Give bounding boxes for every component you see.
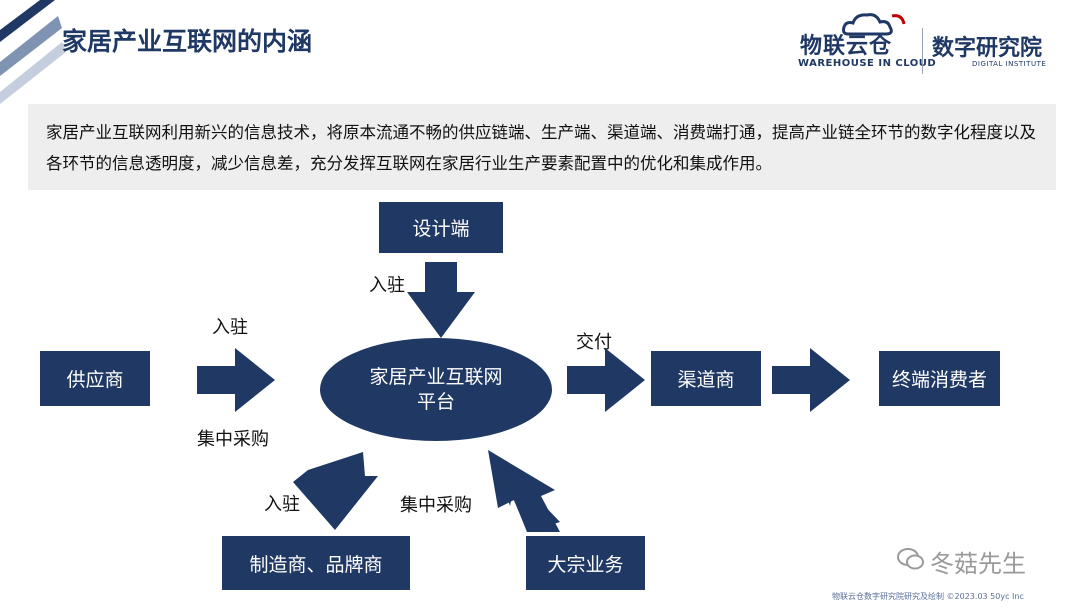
- node-platform-line1: 家居产业互联网: [369, 365, 503, 388]
- arrow-bulk-up-shape: [488, 450, 560, 532]
- institute-logo-text: 数字研究院: [932, 36, 1043, 61]
- logo-divider: [922, 28, 923, 74]
- cloud-icon: [842, 13, 906, 36]
- arrow-platform-to-channel: [567, 348, 645, 412]
- node-platform-line2: 平台: [416, 390, 455, 413]
- page-title: 家居产业互联网的内涵: [62, 27, 313, 56]
- watermark-text: 冬菇先生: [930, 550, 1026, 578]
- node-design: 设计端: [379, 202, 503, 253]
- node-consumer: 终端消费者: [879, 351, 1000, 406]
- intro-text: 家居产业互联网利用新兴的信息技术，将原本流通不畅的供应链端、生产端、渠道端、消费…: [46, 123, 1036, 173]
- arrow-channel-to-consumer: [772, 348, 850, 412]
- intro-panel: [28, 104, 1056, 190]
- arrow-manufacturer-up: [293, 452, 378, 530]
- label-design-settle: 入驻: [369, 275, 405, 296]
- node-platform: 家居产业互联网 平台: [320, 338, 552, 441]
- brand-logo-text: 物联云仓: [800, 34, 893, 59]
- node-supplier: 供应商: [40, 351, 150, 406]
- label-supplier-purchase: 集中采购: [197, 429, 269, 450]
- node-channel: 渠道商: [651, 351, 761, 406]
- node-manufacturer: 制造商、品牌商: [222, 536, 410, 590]
- footer-credit: 物联云仓数字研究院研究及绘制 ©2023.03 50yc Inc: [832, 592, 1024, 601]
- arrow-design-down: [407, 262, 475, 338]
- institute-logo-subtitle: DIGITAL INSTITUTE: [972, 60, 1047, 68]
- arrow-supplier-right: [197, 348, 275, 412]
- node-bulk: 大宗业务: [526, 536, 645, 590]
- label-delivery: 交付: [576, 332, 612, 353]
- label-bulk-purchase: 集中采购: [400, 495, 472, 516]
- wechat-icon: [897, 548, 924, 570]
- label-supplier-settle: 入驻: [212, 317, 248, 338]
- brand-logo-subtitle: WAREHOUSE IN CLOUD: [798, 58, 937, 69]
- label-manufacturer-settle: 入驻: [264, 494, 300, 515]
- corner-decoration: [0, 0, 66, 104]
